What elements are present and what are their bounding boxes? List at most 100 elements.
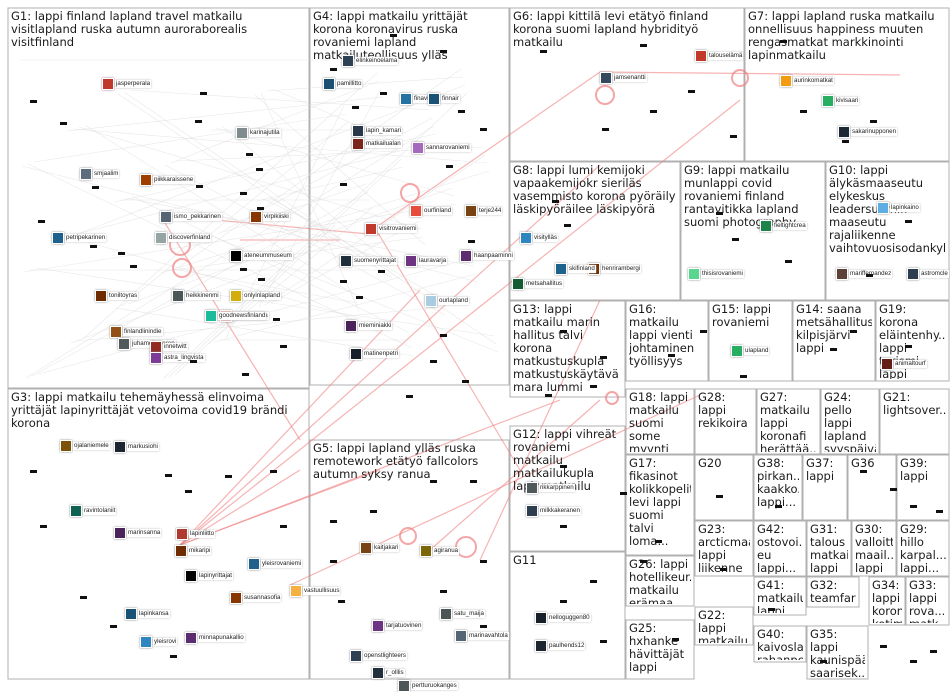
graph-node[interactable]: innetwitt bbox=[150, 341, 188, 353]
graph-node[interactable]: satu_maija bbox=[440, 608, 485, 620]
graph-node[interactable]: marinsanna bbox=[114, 527, 162, 539]
graph-node[interactable]: elinkeinoelama bbox=[342, 55, 399, 67]
node-label: jamsenantti bbox=[613, 74, 647, 82]
graph-node[interactable]: sannarovaniemi bbox=[412, 142, 471, 154]
node-avatar bbox=[410, 205, 422, 217]
graph-node[interactable]: lapinkansa bbox=[125, 608, 170, 620]
graph-node[interactable]: suomenyrittajat bbox=[340, 255, 397, 267]
graph-node[interactable]: jamsenantti bbox=[600, 72, 647, 84]
graph-node[interactable]: jasperperala bbox=[102, 78, 152, 90]
node-marker bbox=[890, 488, 897, 491]
graph-node[interactable]: goodnewsfinland bbox=[205, 310, 267, 322]
node-label: piikkaraissene bbox=[153, 176, 195, 184]
group-title-g32: G32: teamfarlei... lappi... bbox=[810, 579, 856, 605]
node-avatar bbox=[60, 440, 72, 452]
graph-node[interactable]: lapin_kamari bbox=[352, 125, 403, 137]
graph-node[interactable]: openstlighteers bbox=[350, 650, 407, 662]
graph-node[interactable]: visitrovaniemi bbox=[365, 223, 418, 235]
node-label: marinsanna bbox=[127, 529, 162, 537]
graph-node[interactable]: ourfinland bbox=[410, 205, 453, 217]
graph-node[interactable]: mikaripi bbox=[175, 545, 212, 557]
graph-node[interactable]: markusiohi bbox=[114, 441, 159, 453]
graph-node[interactable]: haanpaaminni bbox=[460, 250, 514, 262]
graph-node[interactable]: tarjatuovinen bbox=[372, 620, 423, 632]
graph-node[interactable]: skifinland bbox=[555, 263, 596, 275]
graph-node[interactable]: heikkinenmi bbox=[172, 290, 220, 302]
node-marker bbox=[716, 495, 723, 498]
graph-node[interactable]: kivisaari bbox=[822, 95, 860, 107]
group-title-g20: G20 bbox=[698, 457, 722, 470]
node-avatar bbox=[350, 348, 362, 360]
node-avatar bbox=[398, 680, 410, 692]
graph-node[interactable]: matkailualan bbox=[352, 138, 402, 150]
graph-node[interactable]: paulhends12 bbox=[535, 640, 586, 652]
node-label: minnapunakallio bbox=[198, 634, 245, 642]
graph-node[interactable]: vastuullisuus bbox=[290, 585, 341, 597]
graph-node[interactable]: susannasofia bbox=[230, 592, 282, 604]
graph-node[interactable]: ulapland bbox=[731, 345, 770, 357]
graph-node[interactable]: ateneummuseum bbox=[230, 250, 293, 262]
graph-node[interactable]: petripekarinen bbox=[52, 232, 107, 244]
graph-node[interactable]: lapinliitto bbox=[176, 528, 216, 540]
graph-node[interactable]: astra_lingvista bbox=[150, 352, 205, 364]
graph-node[interactable]: kaitjakari bbox=[360, 542, 400, 554]
node-marker bbox=[90, 245, 97, 248]
graph-node[interactable]: agiranua bbox=[420, 545, 460, 557]
graph-node[interactable]: terje244 bbox=[465, 205, 503, 217]
graph-node[interactable]: piikkaraissene bbox=[140, 174, 195, 186]
graph-node[interactable]: finavia bbox=[400, 93, 433, 105]
graph-node[interactable]: visitylläs bbox=[520, 232, 559, 244]
graph-node[interactable]: finnair bbox=[428, 93, 460, 105]
node-avatar bbox=[236, 127, 248, 139]
graph-node[interactable]: lauravarja bbox=[405, 255, 448, 267]
node-label: skifinland bbox=[568, 265, 596, 273]
graph-node[interactable]: rikkarppinen bbox=[526, 482, 575, 494]
graph-node[interactable]: milkkakeranen bbox=[526, 505, 581, 517]
graph-node[interactable]: ojalaniemele bbox=[60, 440, 110, 452]
graph-node[interactable]: astromcle bbox=[907, 268, 949, 280]
graph-node[interactable]: animaltourf bbox=[881, 358, 927, 370]
graph-node[interactable]: r_olllis bbox=[372, 667, 405, 679]
graph-node[interactable]: mieminiakki bbox=[345, 320, 393, 332]
graph-node[interactable]: talouselämä bbox=[695, 50, 744, 62]
node-label: ismo_pekkarinen bbox=[173, 213, 222, 221]
graph-node[interactable]: finlandlinindie bbox=[110, 326, 163, 338]
graph-node[interactable]: karinajutila bbox=[236, 127, 281, 139]
graph-node[interactable]: matinenpetri bbox=[350, 348, 400, 360]
graph-node[interactable]: aurinkomatkat bbox=[780, 75, 834, 87]
node-marker bbox=[842, 140, 849, 143]
node-label: r_olllis bbox=[385, 669, 405, 677]
graph-node[interactable]: marinavahtola bbox=[455, 630, 509, 642]
graph-node[interactable]: ourlapland bbox=[425, 295, 469, 307]
self-loop bbox=[400, 183, 420, 203]
graph-node[interactable]: pamillitto bbox=[323, 78, 363, 90]
node-label: henrirambergi bbox=[601, 265, 642, 273]
graph-node[interactable]: ravintolaniit bbox=[70, 505, 117, 517]
graph-node[interactable]: thisisrovaniemi bbox=[688, 268, 744, 280]
graph-node[interactable]: yleisrovaniemi bbox=[248, 558, 303, 570]
graph-node[interactable]: virpikiiski bbox=[250, 211, 290, 223]
graph-node[interactable]: lapinyrittajat bbox=[185, 570, 234, 582]
graph-node[interactable]: metsahallitus bbox=[512, 278, 564, 290]
graph-node[interactable]: ismo_pekkarinen bbox=[160, 211, 222, 223]
graph-node[interactable]: smjaalim bbox=[80, 168, 120, 180]
edge bbox=[33, 113, 347, 163]
graph-node[interactable]: minnapunakallio bbox=[185, 632, 245, 644]
graph-node[interactable]: henrirambergi bbox=[588, 263, 642, 275]
graph-node[interactable]: mariffernandez bbox=[836, 268, 893, 280]
node-avatar bbox=[526, 482, 538, 494]
graph-node[interactable]: nelloguggen80 bbox=[535, 612, 591, 624]
graph-node[interactable]: toniltoyras bbox=[95, 290, 139, 302]
graph-node[interactable]: discoverfinland bbox=[155, 232, 212, 244]
graph-node[interactable]: pertturuokanges bbox=[398, 680, 458, 692]
graph-node[interactable]: onlyinlapland bbox=[230, 290, 282, 302]
group-title-g36: G36 bbox=[851, 457, 875, 470]
node-marker bbox=[740, 375, 747, 378]
node-marker bbox=[430, 360, 437, 363]
graph-node[interactable]: fieltightcrea bbox=[760, 220, 807, 232]
graph-node[interactable]: lapinkaino bbox=[877, 202, 920, 214]
node-avatar bbox=[455, 630, 467, 642]
graph-node[interactable]: sakarinupponen bbox=[838, 126, 898, 138]
graph-node[interactable]: yleisrovi bbox=[140, 636, 178, 648]
